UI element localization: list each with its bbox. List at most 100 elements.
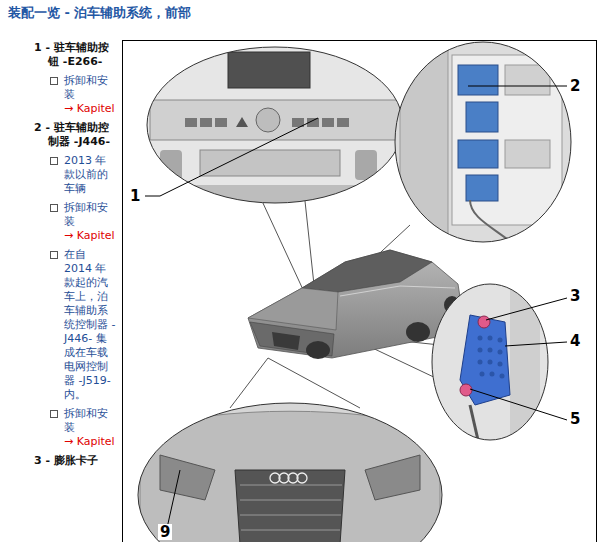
connector-inset <box>500 374 505 379</box>
bullet-item: 拆卸和安装→ Kapitel <box>50 74 116 116</box>
callout-number: 4 <box>568 333 582 349</box>
control-unit-inset <box>400 40 448 240</box>
connector-inset <box>510 280 540 445</box>
dashboard-inset <box>150 100 400 140</box>
checkbox-symbol <box>50 251 58 259</box>
dashboard-inset <box>200 150 340 176</box>
dashboard-inset <box>140 40 410 215</box>
dashboard-inset <box>160 150 182 180</box>
dashboard-inset <box>236 117 248 127</box>
inset-outline <box>147 47 403 203</box>
checkbox-symbol <box>50 410 58 418</box>
frame <box>123 41 597 542</box>
connector-inset <box>460 384 472 396</box>
note-text: 在自 2014 年款起的汽车上，泊车辅助系统控制器 -J446- 集成在车载电网… <box>64 248 115 401</box>
connector-inset <box>478 316 490 328</box>
inset-outline <box>395 42 571 242</box>
car-body <box>306 341 330 359</box>
connector-inset <box>480 372 485 377</box>
connector-inset <box>498 362 503 367</box>
part-name: 2 - 驻车辅助控制器 -J446- <box>34 121 110 148</box>
leader-lines <box>486 298 567 320</box>
note-text: 拆卸和安装 <box>64 201 108 228</box>
dashboard-inset <box>140 40 410 210</box>
front-car-inset <box>240 485 342 486</box>
pointer-lines <box>230 358 268 408</box>
connector-inset <box>498 350 503 355</box>
leader-lines <box>470 389 567 420</box>
connector-inset <box>490 372 495 377</box>
part-name: 3 - 膨胀卡子 <box>34 454 98 467</box>
control-unit-inset <box>505 140 550 168</box>
control-unit-inset <box>452 55 562 225</box>
frame <box>123 41 597 542</box>
front-car-inset <box>270 473 307 483</box>
leader-lines <box>145 118 318 196</box>
link-text: → Kapitel <box>64 435 116 449</box>
connector-inset <box>478 336 505 379</box>
front-car-inset <box>240 500 341 501</box>
car-body <box>340 286 455 296</box>
leader-lines <box>505 342 567 346</box>
car-body <box>272 332 300 350</box>
dashboard-inset <box>337 118 349 127</box>
pointer-lines <box>268 358 360 408</box>
link-text: → Kapitel <box>64 102 116 116</box>
bullet-item: 2013 年款以前的车辆 <box>50 154 116 196</box>
callout-number: 2 <box>568 78 582 94</box>
connector-inset <box>460 315 510 405</box>
callout-number: 9 <box>158 524 172 540</box>
control-unit-inset <box>470 200 520 250</box>
car-body <box>248 250 462 358</box>
checkbox-symbol <box>50 77 58 85</box>
checkbox-symbol <box>50 204 58 212</box>
callout-number: 1 <box>128 188 142 204</box>
control-unit-inset <box>466 175 498 201</box>
dashboard-inset <box>256 108 280 132</box>
connector-inset <box>478 336 483 341</box>
connector-inset <box>488 348 493 353</box>
connector-inset <box>498 338 503 343</box>
page-title: 装配一览 - 泊车辅助系统，前部 <box>8 4 191 22</box>
connector-inset <box>430 280 550 445</box>
front-car-inset <box>160 455 215 500</box>
leader-lines <box>167 470 180 528</box>
connector-inset <box>478 360 483 365</box>
callout-number: 3 <box>568 288 582 304</box>
control-unit-inset <box>458 140 498 168</box>
front-car-inset <box>235 470 345 542</box>
front-car-inset <box>240 485 342 530</box>
bullet-item: 拆卸和安装→ Kapitel <box>50 407 116 449</box>
inset-outline <box>147 47 403 203</box>
front-car-inset <box>130 400 450 542</box>
dashboard-inset <box>215 118 227 127</box>
car-body <box>406 322 430 342</box>
note-text: 拆卸和安装 <box>64 74 108 101</box>
part-heading: 1 - 驻车辅助按钮 -E266- <box>34 41 116 69</box>
connector-inset <box>430 280 550 445</box>
dashboard-inset <box>140 185 410 215</box>
inset-outline <box>138 403 442 542</box>
inset-outline <box>395 42 571 242</box>
car-body <box>248 250 462 359</box>
connector-inset <box>470 405 478 440</box>
note-text: 拆卸和安装 <box>64 407 108 434</box>
front-car-inset <box>241 530 340 531</box>
link-text: → Kapitel <box>64 229 116 243</box>
front-car-inset <box>365 455 420 500</box>
part-heading: 3 - 膨胀卡子 <box>34 454 116 468</box>
control-unit-inset <box>458 65 498 95</box>
front-car-inset <box>140 411 440 542</box>
front-car-inset <box>297 473 307 483</box>
connector-inset <box>488 336 493 341</box>
dashboard-inset <box>200 118 212 127</box>
front-car-inset <box>130 400 450 542</box>
checkbox-symbol <box>50 157 58 165</box>
front-car-inset <box>240 515 341 516</box>
control-unit-inset <box>390 40 580 250</box>
control-unit-inset <box>466 102 498 132</box>
bullet-item: 拆卸和安装→ Kapitel <box>50 201 116 243</box>
control-unit-inset <box>390 40 580 250</box>
connector-inset <box>488 360 493 365</box>
dashboard-inset <box>355 150 377 180</box>
